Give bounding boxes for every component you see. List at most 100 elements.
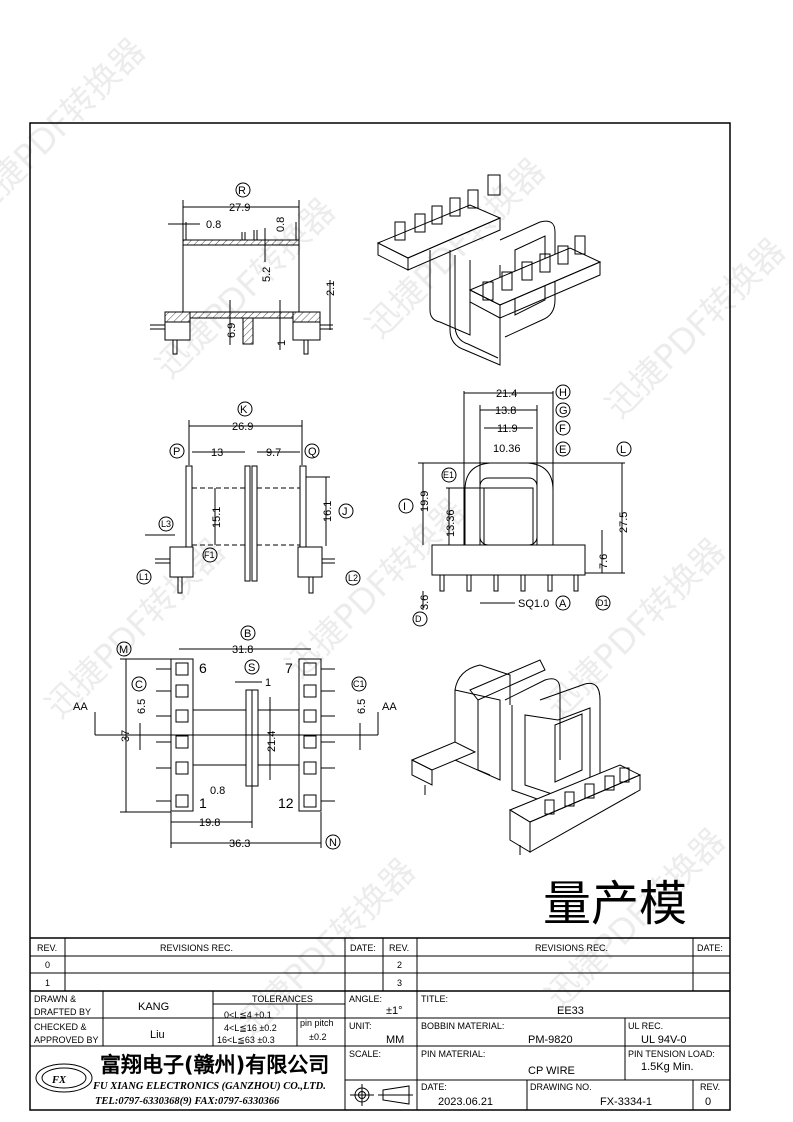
date-header-text: DATE: xyxy=(350,943,376,953)
2-text: 16<L≦63 ±0.3 xyxy=(217,1035,275,1045)
total-h-text: 27.5 xyxy=(618,512,630,533)
label-s-text: S xyxy=(248,662,255,674)
win-h-right-text: 16.1 xyxy=(322,501,334,522)
pin1-text: 1 xyxy=(199,795,207,811)
revisions-header-text: REVISIONS REC. xyxy=(160,943,233,953)
mass-production-stamp: 量产模 xyxy=(543,876,687,932)
tolerances-label-text: TOLERANCES xyxy=(252,994,313,1004)
label-r-text: R xyxy=(238,185,246,197)
0-text: 0<L≦4 ±0.1 xyxy=(224,1010,272,1020)
rev-label-text: REV. xyxy=(700,1082,720,1092)
right-win-text: 9.7 xyxy=(266,447,281,459)
half-text: 19.8 xyxy=(199,817,220,829)
tension-text: 1.5Kg Min. xyxy=(641,1061,694,1073)
length-text: 37 xyxy=(120,730,132,742)
div-thk-text: 0.8 xyxy=(210,785,225,797)
slot-depth-text: 5.2 xyxy=(261,267,273,282)
checked-label-1-text: CHECKED & xyxy=(34,1022,87,1032)
pin-span-text: 31.8 xyxy=(232,644,253,656)
label-j-text: J xyxy=(342,506,348,518)
inner-h-text: 21.4 xyxy=(266,731,278,752)
1-text: 4<L≦16 ±0.2 xyxy=(224,1023,277,1033)
angle-label-text: ANGLE: xyxy=(349,994,382,1004)
h-i-text: 19.9 xyxy=(419,491,431,512)
w-h-text: 21.4 xyxy=(496,388,517,400)
pin-mat-label-text: PIN MATERIAL: xyxy=(421,1049,485,1059)
rev-header-text: REV. xyxy=(37,943,57,953)
section-l-text: AA xyxy=(73,701,88,713)
pin7-text: 7 xyxy=(285,660,293,676)
label-k-text: K xyxy=(240,404,248,416)
label-d1-text: D1 xyxy=(597,598,609,608)
unit-text: MM xyxy=(386,1034,404,1046)
drawn-label-1-text: DRAWN & xyxy=(34,994,76,1004)
label-a-text: A xyxy=(559,598,567,610)
label-c-text: C xyxy=(135,679,143,691)
tension-label-text: PIN TENSION LOAD: xyxy=(628,1049,715,1059)
pin-len-text: 3.6 xyxy=(419,595,431,610)
label-l1-text: L1 xyxy=(139,572,149,582)
angle-text: ±1° xyxy=(386,1005,403,1017)
label-l3-text: L3 xyxy=(161,519,171,529)
checked-by-text: Liu xyxy=(150,1029,165,1041)
wall-text: 0.8 xyxy=(206,219,221,231)
bobbin-label-text: BOBBIN MATERIAL: xyxy=(421,1021,504,1031)
revisions-header-text: REVISIONS REC. xyxy=(535,943,608,953)
company-name-cn: 富翔电子(赣州)有限公司 xyxy=(100,1053,329,1077)
1-text: 3 xyxy=(397,978,402,988)
base-h-text: 7.6 xyxy=(598,554,610,569)
bottom-view: B 31.8 M 6 7 1 12 S 1 C C1 6.5 6.5 AA AA xyxy=(73,625,397,850)
label-m-text: M xyxy=(119,644,128,656)
ul-text: UL 94V-0 xyxy=(641,1034,686,1046)
label-q-text: Q xyxy=(308,446,317,458)
date-label-text: DATE: xyxy=(421,1082,447,1092)
date-header-text: DATE: xyxy=(697,943,723,953)
width-text: 26.9 xyxy=(232,421,253,433)
bobbin-text: PM-9820 xyxy=(528,1034,573,1046)
ul-label-text: UL REC. xyxy=(628,1021,663,1031)
w-g-text: 13.8 xyxy=(495,405,516,417)
company-contact: TEL:0797-6330368(9) FAX:0797-6330366 xyxy=(95,1096,280,1107)
label-f-text: F xyxy=(559,423,566,435)
label-n-text: N xyxy=(329,837,337,849)
rev-text: 0 xyxy=(705,1096,711,1108)
pitch-r-text: 6.5 xyxy=(356,699,368,714)
win-h-left-text: 15.1 xyxy=(211,507,223,528)
label-e-text: E xyxy=(559,444,566,456)
watermark-text: 迅捷PDF转换器 xyxy=(0,31,153,226)
label-h-text: H xyxy=(559,387,567,399)
front-view: K 26.9 P Q 13 9.7 15.1 16.1 J F1 L3 L1 L… xyxy=(136,401,361,594)
pin12-text: 12 xyxy=(278,795,294,811)
projection-symbol-icon xyxy=(350,1084,413,1106)
0-text: 2 xyxy=(397,960,402,970)
watermark-text: 迅捷PDF转换器 xyxy=(598,231,793,426)
left-win-text: 13 xyxy=(211,447,223,459)
title-label-text: TITLE: xyxy=(421,994,448,1004)
company-logo: FX xyxy=(35,1063,93,1093)
width-text: 27.9 xyxy=(229,202,250,214)
label-l-text: L xyxy=(620,444,626,456)
watermark-text: 迅捷PDF转换器 xyxy=(148,191,343,386)
scale-label-text: SCALE: xyxy=(349,1049,381,1059)
pin-pitch-tol-text: ±0.2 xyxy=(309,1032,326,1042)
label-p-text: P xyxy=(173,446,180,458)
side-section-view: R 27.9 0.8 5.2 0.8 6.9 1 2.1 xyxy=(150,182,337,355)
center-h-text: 6.9 xyxy=(226,323,238,338)
base-h-text: 2.1 xyxy=(325,281,337,296)
drawing-no-label-text: DRAWING NO. xyxy=(530,1082,592,1092)
overall-text: 36.3 xyxy=(229,838,250,850)
pin-mat-text: CP WIRE xyxy=(528,1065,575,1077)
div-w-text: 1 xyxy=(265,677,271,689)
drawing-no-text: FX-3334-1 xyxy=(600,1096,652,1108)
title-block: REV. REVISIONS REC. DATE: REV. REVISIONS… xyxy=(30,937,730,1110)
label-g-text: G xyxy=(559,405,568,417)
pin-sq-text: SQ1.0 xyxy=(518,598,549,610)
title-text: EE33 xyxy=(557,1005,584,1017)
base-thk-text: 1 xyxy=(276,340,288,346)
w-f-text: 11.9 xyxy=(497,423,518,435)
drawn-by-text: KANG xyxy=(138,1001,169,1013)
isometric-view-bottom xyxy=(410,659,642,855)
drawing-frame xyxy=(29,122,731,1111)
drawn-label-2-text: DRAFTED BY xyxy=(34,1007,91,1017)
